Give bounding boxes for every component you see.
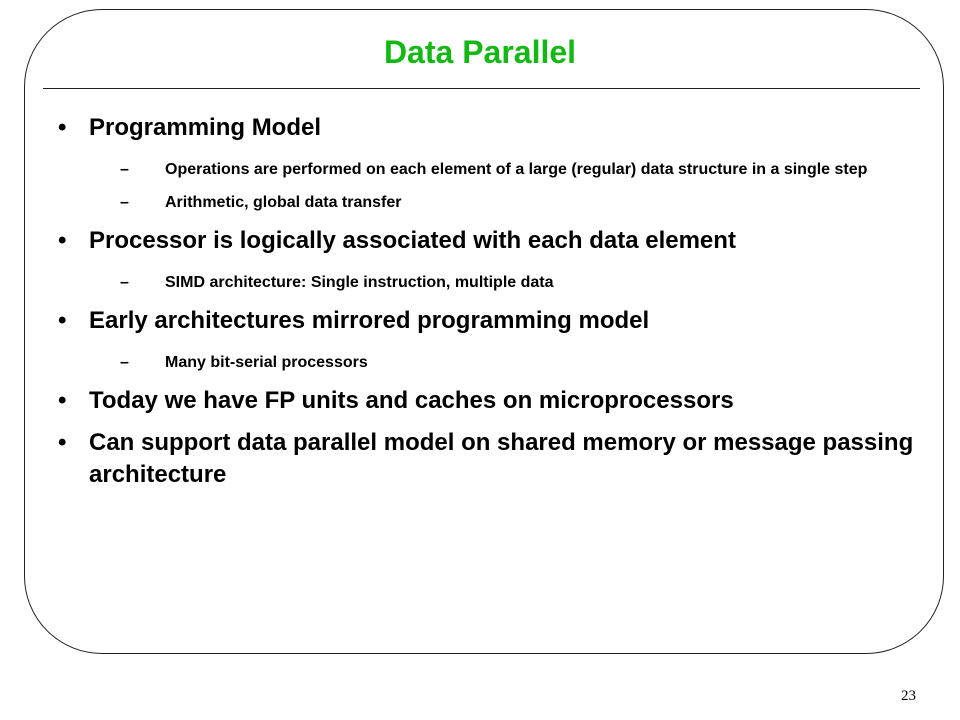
sub-bullet-text: Many bit-serial processors [165,354,368,371]
sub-bullet-text: Operations are performed on each element… [165,161,868,178]
bullet-text: Programming Model [89,114,322,141]
bullet-shared-memory: • Can support data parallel model on sha… [58,427,928,491]
title-divider [43,88,920,89]
bullet-processor-association: • Processor is logically associated with… [58,225,928,293]
dash-icon: – [120,354,129,371]
bullet-text: Early architectures mirrored programming… [89,307,650,334]
bullet-text: Processor is logically associated with e… [89,227,736,254]
sub-bullet-text: SIMD architecture: Single instruction, m… [165,274,554,291]
dash-icon: – [120,194,129,211]
bullet-icon: • [58,429,67,456]
sub-bullet: – Operations are performed on each eleme… [120,159,928,180]
bullet-icon: • [58,227,67,254]
sub-bullet: – Many bit-serial processors [120,352,928,373]
dash-icon: – [120,274,129,291]
slide-content: • Programming Model – Operations are per… [58,112,928,501]
bullet-programming-model: • Programming Model – Operations are per… [58,112,928,213]
bullet-icon: • [58,387,67,414]
slide-frame [24,9,944,654]
bullet-icon: • [58,307,67,334]
bullet-text: Today we have FP units and caches on mic… [89,387,734,414]
sub-bullet: – SIMD architecture: Single instruction,… [120,272,928,293]
bullet-early-architectures: • Early architectures mirrored programmi… [58,305,928,373]
bullet-icon: • [58,114,67,141]
bullet-text: Can support data parallel model on share… [89,429,914,488]
slide-title: Data Parallel [383,34,577,70]
sub-bullet: – Arithmetic, global data transfer [120,192,928,213]
page-number: 23 [901,688,916,704]
dash-icon: – [120,161,129,178]
sub-bullet-text: Arithmetic, global data transfer [165,194,402,211]
bullet-fp-units: • Today we have FP units and caches on m… [58,385,928,417]
